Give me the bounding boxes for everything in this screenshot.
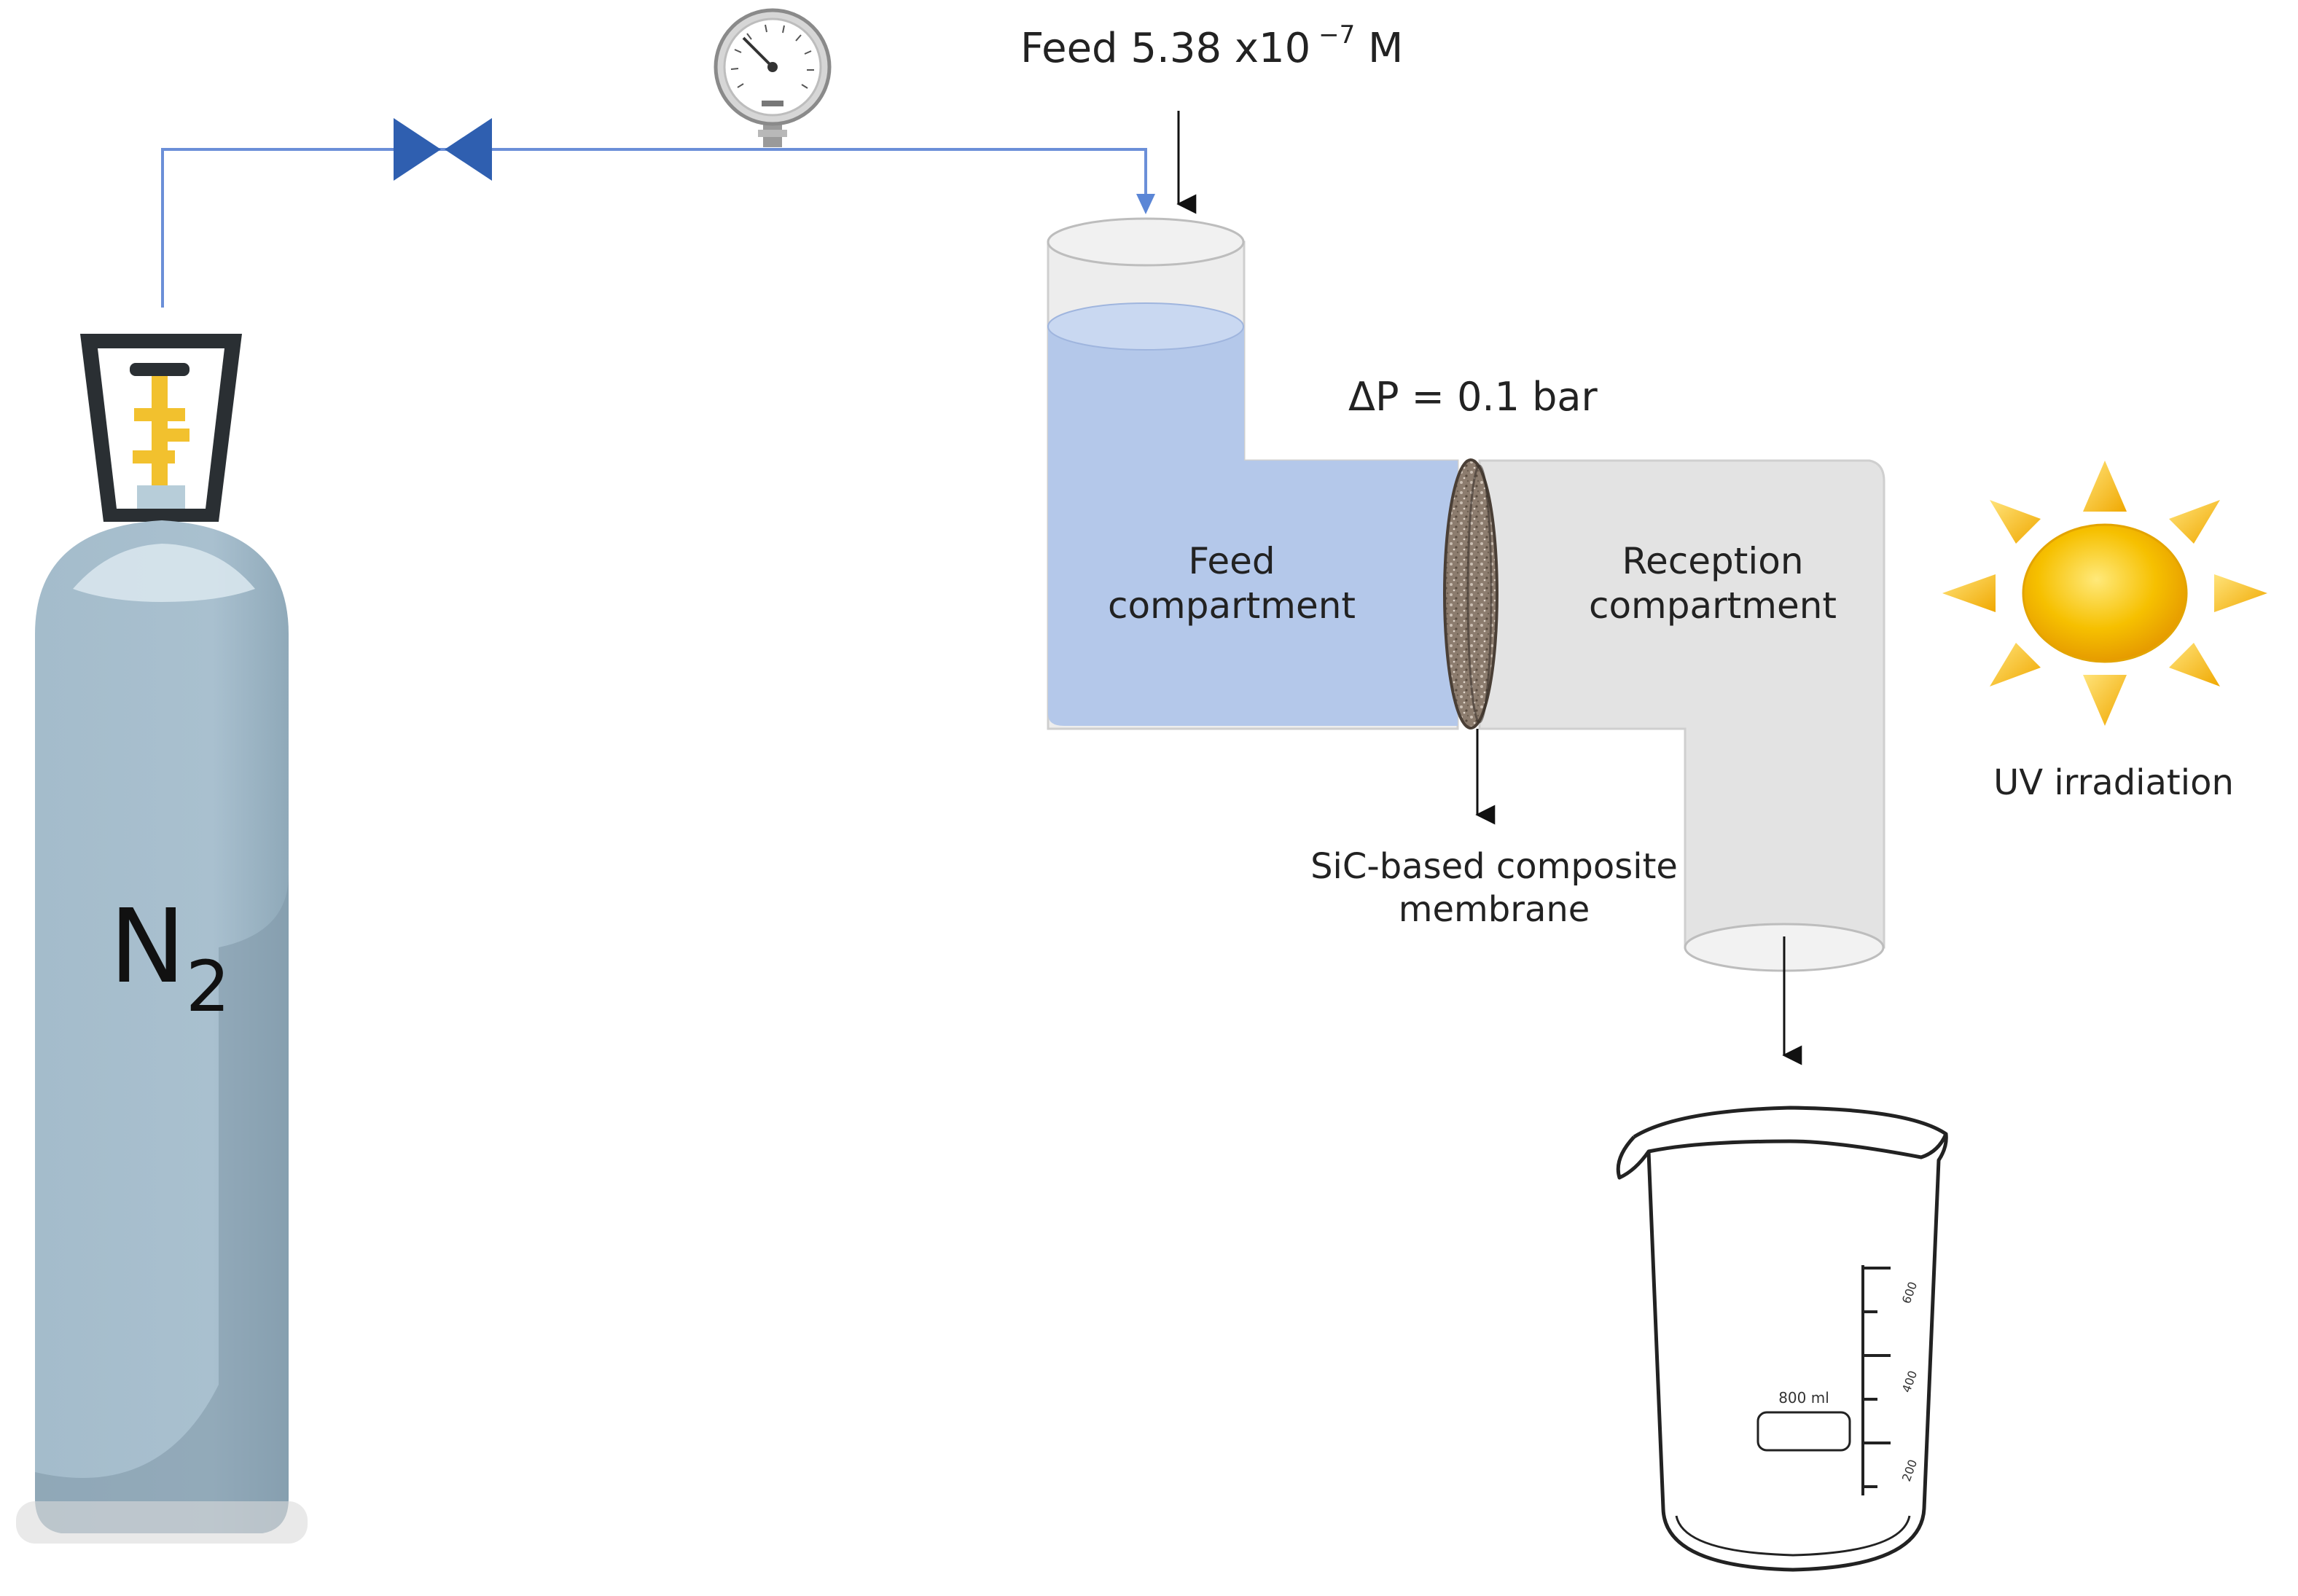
reception-compartment-line2: compartment: [1588, 584, 1837, 627]
uv-irradiation-label: UV irradiation: [1993, 762, 2234, 803]
beaker-scale-600: 600: [1899, 1280, 1920, 1305]
feed-compartment-line1: Feed: [1188, 540, 1275, 582]
gas-pipe: [161, 148, 1147, 308]
feed-compartment-label: Feed compartment: [1079, 539, 1385, 628]
gas-symbol: N: [109, 888, 186, 1006]
membrane-label-line2: membrane: [1398, 888, 1590, 930]
pressure-drop-label: ΔP = 0.1 bar: [1348, 374, 1598, 420]
sun-icon: [1942, 461, 2267, 726]
gas-subscript: 2: [185, 946, 230, 1028]
pressure-gauge-icon: [714, 8, 832, 147]
feed-unit: M: [1355, 25, 1404, 72]
beaker-icon: [1616, 1106, 1948, 1572]
feed-exponent: −7: [1310, 20, 1356, 50]
beaker-scale-400: 400: [1899, 1369, 1920, 1394]
membrane-label-line1: SiC-based composite: [1310, 846, 1678, 887]
valve-icon[interactable]: [394, 118, 492, 181]
n2-cylinder-icon: [16, 334, 308, 1544]
membrane-label: SiC-based composite membrane: [1283, 845, 1705, 931]
gas-symbol-label: N2: [109, 885, 230, 1030]
membrane-disc: [1443, 458, 1498, 729]
beaker-volume-label: 800 ml: [1778, 1389, 1829, 1407]
beaker-scale-labels: 600 400 200: [1899, 1280, 1920, 1483]
feed-concentration-label: Feed 5.38 x10 −7 M: [1020, 20, 1403, 74]
beaker-scale-200: 200: [1899, 1458, 1920, 1483]
reception-compartment-line1: Reception: [1622, 540, 1804, 582]
feed-column-opening: [1047, 217, 1245, 267]
feed-text: Feed 5.38 x10: [1020, 25, 1311, 72]
feed-compartment: [1047, 217, 1459, 730]
pipe-arrowhead: [1136, 194, 1155, 214]
reception-compartment-label: Reception compartment: [1538, 539, 1888, 628]
feed-compartment-line2: compartment: [1107, 584, 1356, 627]
